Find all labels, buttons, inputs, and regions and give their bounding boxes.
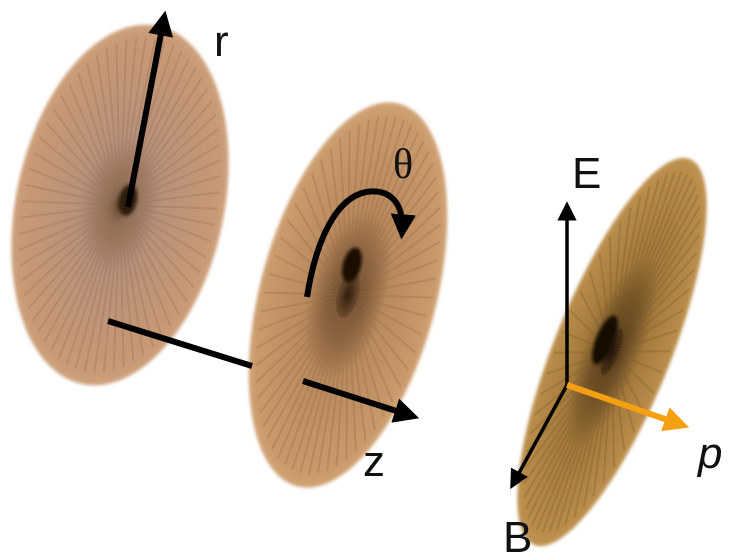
tilted-disc — [480, 137, 742, 560]
r-label: r — [214, 17, 229, 66]
theta-label: θ — [393, 142, 413, 188]
z-label: z — [363, 437, 385, 486]
disc-ray — [620, 351, 671, 352]
e-label: E — [572, 149, 601, 198]
rotating-disc — [212, 81, 484, 509]
p-label: p — [696, 429, 722, 478]
b-label: B — [503, 513, 532, 560]
